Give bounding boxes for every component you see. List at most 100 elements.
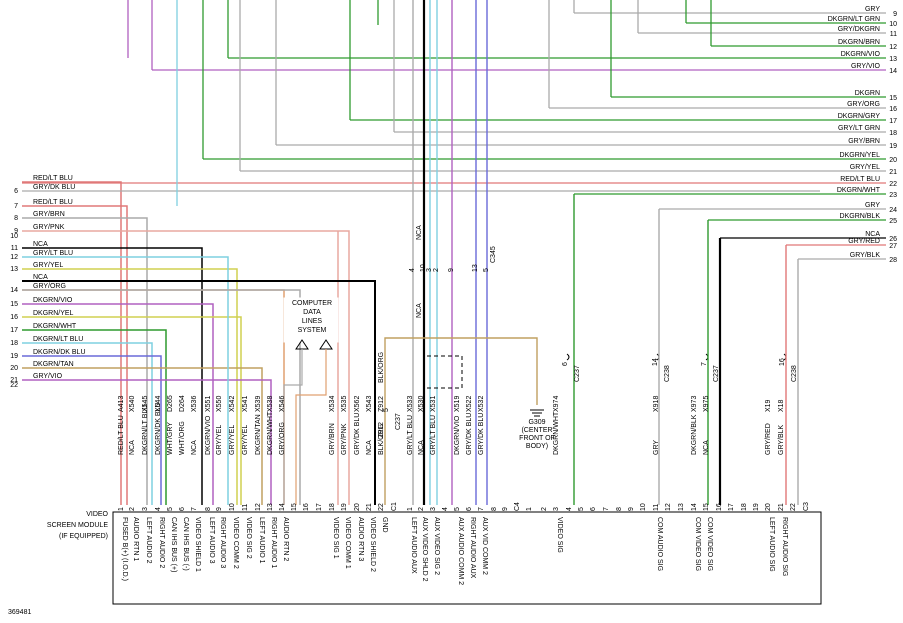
right-wire-number: 12: [889, 44, 897, 51]
circuit-number: X538: [267, 396, 274, 412]
circuit-number: X19: [765, 399, 772, 412]
right-wire-color: RED/LT BLU: [840, 176, 880, 183]
right-wire-color: GRY/LT GRN: [838, 125, 880, 132]
left-wire-color: GRY/YEL: [33, 262, 63, 269]
circuit-number: X542: [229, 396, 236, 412]
wire-color-label: DKGRN/LT BLU: [142, 405, 149, 455]
left-wire-color: DKGRN/YEL: [33, 310, 74, 317]
left-wire: [22, 230, 350, 505]
pin-number: C4: [514, 502, 521, 511]
circuit-number: X541: [242, 396, 249, 412]
right-wire-number: 26: [889, 236, 897, 243]
pin-function: VIDEO SHIELD 2: [369, 517, 376, 572]
left-wire: [22, 367, 263, 505]
left-wire-number: 18: [10, 340, 18, 347]
circuit-number: X540: [129, 396, 136, 412]
circuit-number: X535: [341, 396, 348, 412]
computer-box-label: LINES: [302, 318, 323, 325]
ground-location: BODY): [526, 443, 548, 450]
wire-color-label: DKGRN/BLK: [691, 414, 698, 455]
pin-number: 3: [142, 507, 149, 511]
right-wire-color: DKGRN/BLK: [840, 213, 881, 220]
pin-number: 4: [566, 507, 573, 511]
wire-color-label: DKGRN/VIO: [454, 415, 461, 455]
ground-wire: [384, 337, 538, 505]
circuit-number: X974: [553, 396, 560, 412]
right-wire-number: 27: [889, 243, 897, 250]
left-wire-color: NCA: [33, 274, 48, 281]
left-wire: [22, 217, 148, 505]
wire-color-label: RED/LT BLU: [118, 415, 125, 455]
left-wire: [22, 355, 162, 505]
pin-number: 15: [291, 503, 298, 511]
right-wire-color: DKGRN/GRY: [838, 113, 881, 120]
left-wire-color: DKGRN/WHT: [33, 323, 77, 330]
pin-function: LEFT AUDIO 2: [145, 517, 152, 564]
right-wire-color: GRY/RED: [848, 238, 880, 245]
pin-number: 7: [191, 507, 198, 511]
pin-number: 12: [665, 503, 672, 511]
right-wire-color: GRY/BRN: [848, 138, 880, 145]
right-wire-number: 20: [889, 157, 897, 164]
pin-number: 3: [553, 507, 560, 511]
circuit-number: X973: [691, 396, 698, 412]
left-wire-color: DKGRN/TAN: [33, 361, 74, 368]
wire-color-label: DKGRN/TAN: [255, 414, 262, 455]
left-wire-number: 11: [11, 245, 18, 252]
nca-label: NCA: [416, 225, 423, 240]
ground-id: G309: [528, 419, 545, 426]
circuit-number: X519: [454, 396, 461, 412]
connector-pin: 5: [483, 268, 490, 272]
right-wire-number: 17: [889, 118, 897, 125]
pin-number: 6: [466, 507, 473, 511]
pin-number: 15: [703, 503, 710, 511]
right-wire-color: GRY/BLK: [850, 252, 881, 259]
pin-number: 5: [454, 507, 461, 511]
pin-number: C1: [391, 502, 398, 511]
pin-function: LEFT AUDIO 3: [208, 517, 215, 564]
left-wire-number: 19: [10, 353, 18, 360]
left-wire-color: RED/LT BLU: [33, 175, 73, 182]
pin-function: AUX VIDEO SHLD 2: [421, 517, 428, 582]
circuit-number: X539: [255, 396, 262, 412]
circuit-number: X545: [142, 396, 149, 412]
pin-number: 2: [418, 507, 425, 511]
right-wire-number: 16: [889, 106, 897, 113]
circuit-number: X546: [279, 396, 286, 412]
module-title: (IF EQUIPPED): [59, 533, 108, 540]
circuit-number: X551: [205, 396, 212, 412]
right-wire-number: 14: [889, 68, 897, 75]
pin-number: 1: [526, 507, 533, 511]
left-wire: [22, 316, 242, 505]
wire: [22, 280, 376, 505]
ground-location: FRONT OF: [519, 435, 555, 442]
left-wire-number: 20: [10, 365, 18, 372]
right-wire-color: GRY/YEL: [850, 164, 880, 171]
circuit-number: X544: [155, 396, 162, 412]
circuit-number: X550: [216, 396, 223, 412]
pin-number: 2: [541, 507, 548, 511]
wire-color-label: GRY/PNK: [341, 423, 348, 455]
wire-color-label: WHT/GRY: [167, 422, 174, 455]
right-wire-color: DKGRN/YEL: [840, 152, 881, 159]
left-wire-number: 14: [10, 287, 18, 294]
left-wire-color: DKGRN/DK BLU: [33, 349, 86, 356]
pin-number: 21: [778, 503, 785, 511]
wire-color-label: GRY/RED: [765, 423, 772, 455]
wire-color-label: DKGRN/WHT: [553, 411, 560, 455]
pin-number: 22: [378, 503, 385, 511]
connector-id: C238: [791, 365, 798, 382]
pin-number: 11: [653, 504, 660, 511]
connector-pin: 7: [701, 362, 708, 366]
circuit-number: X975: [703, 396, 710, 412]
right-wire-color: DKGRN/VIO: [841, 51, 881, 58]
computer-box-label: SYSTEM: [298, 327, 327, 334]
circuit-number: Z912: [378, 396, 385, 412]
pin-number: 8: [205, 507, 212, 511]
pin-number: 14: [279, 503, 286, 511]
connector-pin: 2: [433, 268, 440, 272]
right-wire-number: 9: [893, 11, 897, 18]
pin-function: VIDEO COMM 1: [344, 517, 351, 569]
pin-number: 21: [366, 503, 373, 511]
